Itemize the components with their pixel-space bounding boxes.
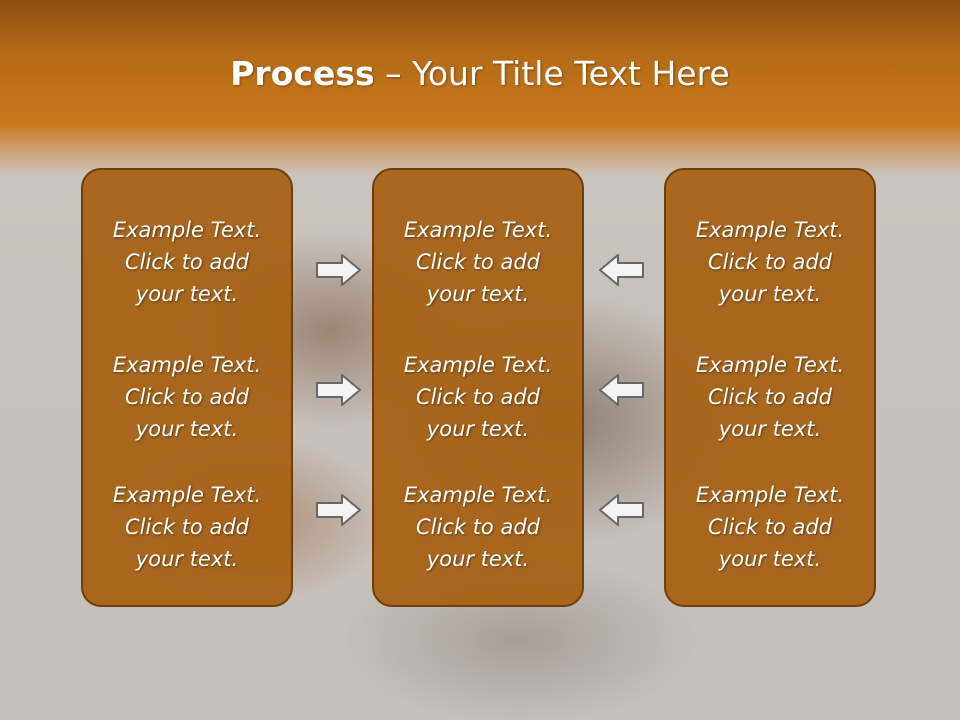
text-line: your text. bbox=[718, 547, 822, 571]
text-line: your text. bbox=[426, 282, 530, 306]
text-line: Example Text. bbox=[112, 218, 262, 242]
text-line: Click to add bbox=[124, 515, 249, 539]
arrow-right-icon bbox=[316, 254, 361, 286]
text-block[interactable]: Example Text. Click to add your text. bbox=[374, 349, 582, 445]
process-panel-middle[interactable]: Example Text. Click to add your text. Ex… bbox=[372, 168, 584, 607]
text-line: your text. bbox=[135, 417, 239, 441]
text-block[interactable]: Example Text. Click to add your text. bbox=[374, 214, 582, 310]
text-line: Click to add bbox=[707, 385, 832, 409]
text-line: Click to add bbox=[124, 250, 249, 274]
slide-title[interactable]: Process – Your Title Text Here bbox=[0, 52, 960, 96]
text-line: your text. bbox=[718, 282, 822, 306]
text-line: Click to add bbox=[707, 515, 832, 539]
text-line: Example Text. bbox=[695, 353, 845, 377]
text-line: your text. bbox=[135, 547, 239, 571]
text-line: Click to add bbox=[124, 385, 249, 409]
text-block[interactable]: Example Text. Click to add your text. bbox=[666, 349, 874, 445]
arrow-left-icon bbox=[599, 254, 644, 286]
text-line: Example Text. bbox=[403, 483, 553, 507]
process-panel-right[interactable]: Example Text. Click to add your text. Ex… bbox=[664, 168, 876, 607]
text-line: your text. bbox=[426, 547, 530, 571]
text-line: your text. bbox=[426, 417, 530, 441]
title-bold: Process bbox=[230, 54, 375, 93]
text-line: your text. bbox=[135, 282, 239, 306]
text-line: Example Text. bbox=[403, 353, 553, 377]
arrow-left-icon bbox=[599, 494, 644, 526]
arrow-left-icon bbox=[599, 374, 644, 406]
text-line: Click to add bbox=[415, 515, 540, 539]
process-panel-left[interactable]: Example Text. Click to add your text. Ex… bbox=[81, 168, 293, 607]
arrow-right-icon bbox=[316, 374, 361, 406]
text-line: Click to add bbox=[707, 250, 832, 274]
text-line: Example Text. bbox=[695, 483, 845, 507]
text-line: Click to add bbox=[415, 385, 540, 409]
title-rest: – Your Title Text Here bbox=[374, 54, 730, 93]
text-line: Example Text. bbox=[403, 218, 553, 242]
text-line: your text. bbox=[718, 417, 822, 441]
text-block[interactable]: Example Text. Click to add your text. bbox=[666, 214, 874, 310]
arrow-right-icon bbox=[316, 494, 361, 526]
text-block[interactable]: Example Text. Click to add your text. bbox=[83, 214, 291, 310]
text-block[interactable]: Example Text. Click to add your text. bbox=[83, 479, 291, 575]
header-band bbox=[0, 0, 960, 175]
text-line: Example Text. bbox=[695, 218, 845, 242]
text-block[interactable]: Example Text. Click to add your text. bbox=[83, 349, 291, 445]
text-block[interactable]: Example Text. Click to add your text. bbox=[374, 479, 582, 575]
text-block[interactable]: Example Text. Click to add your text. bbox=[666, 479, 874, 575]
text-line: Example Text. bbox=[112, 353, 262, 377]
text-line: Click to add bbox=[415, 250, 540, 274]
text-line: Example Text. bbox=[112, 483, 262, 507]
